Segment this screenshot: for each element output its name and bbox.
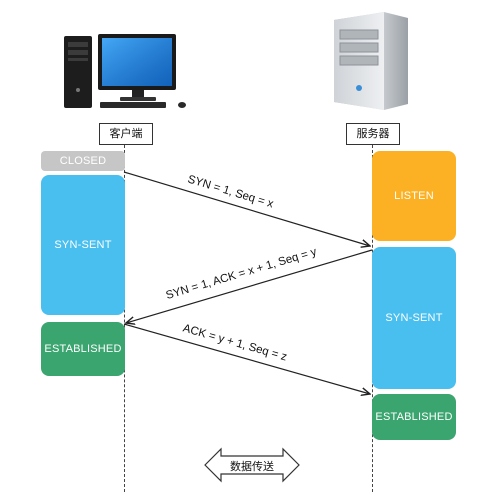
client-label: 客户端 (99, 123, 153, 145)
data-transfer-double-arrow-icon (204, 447, 300, 483)
server-state-established: ESTABLISHED (372, 394, 456, 440)
data-transfer-label: 数据传送 (230, 461, 274, 473)
desktop-computer-icon (64, 34, 186, 108)
server-label: 服务器 (346, 123, 400, 145)
server-tower-icon (334, 12, 408, 110)
client-state-closed: CLOSED (41, 151, 125, 171)
client-state-established: ESTABLISHED (41, 322, 125, 376)
syn-ack-arrow (126, 249, 373, 323)
syn-arrow (123, 171, 370, 246)
client-state-syn-sent: SYN-SENT (41, 175, 125, 315)
client-lifeline (124, 140, 125, 492)
ack-arrow (123, 323, 370, 394)
server-state-syn-sent: SYN-SENT (372, 247, 456, 389)
server-state-listen: LISTEN (372, 151, 456, 241)
